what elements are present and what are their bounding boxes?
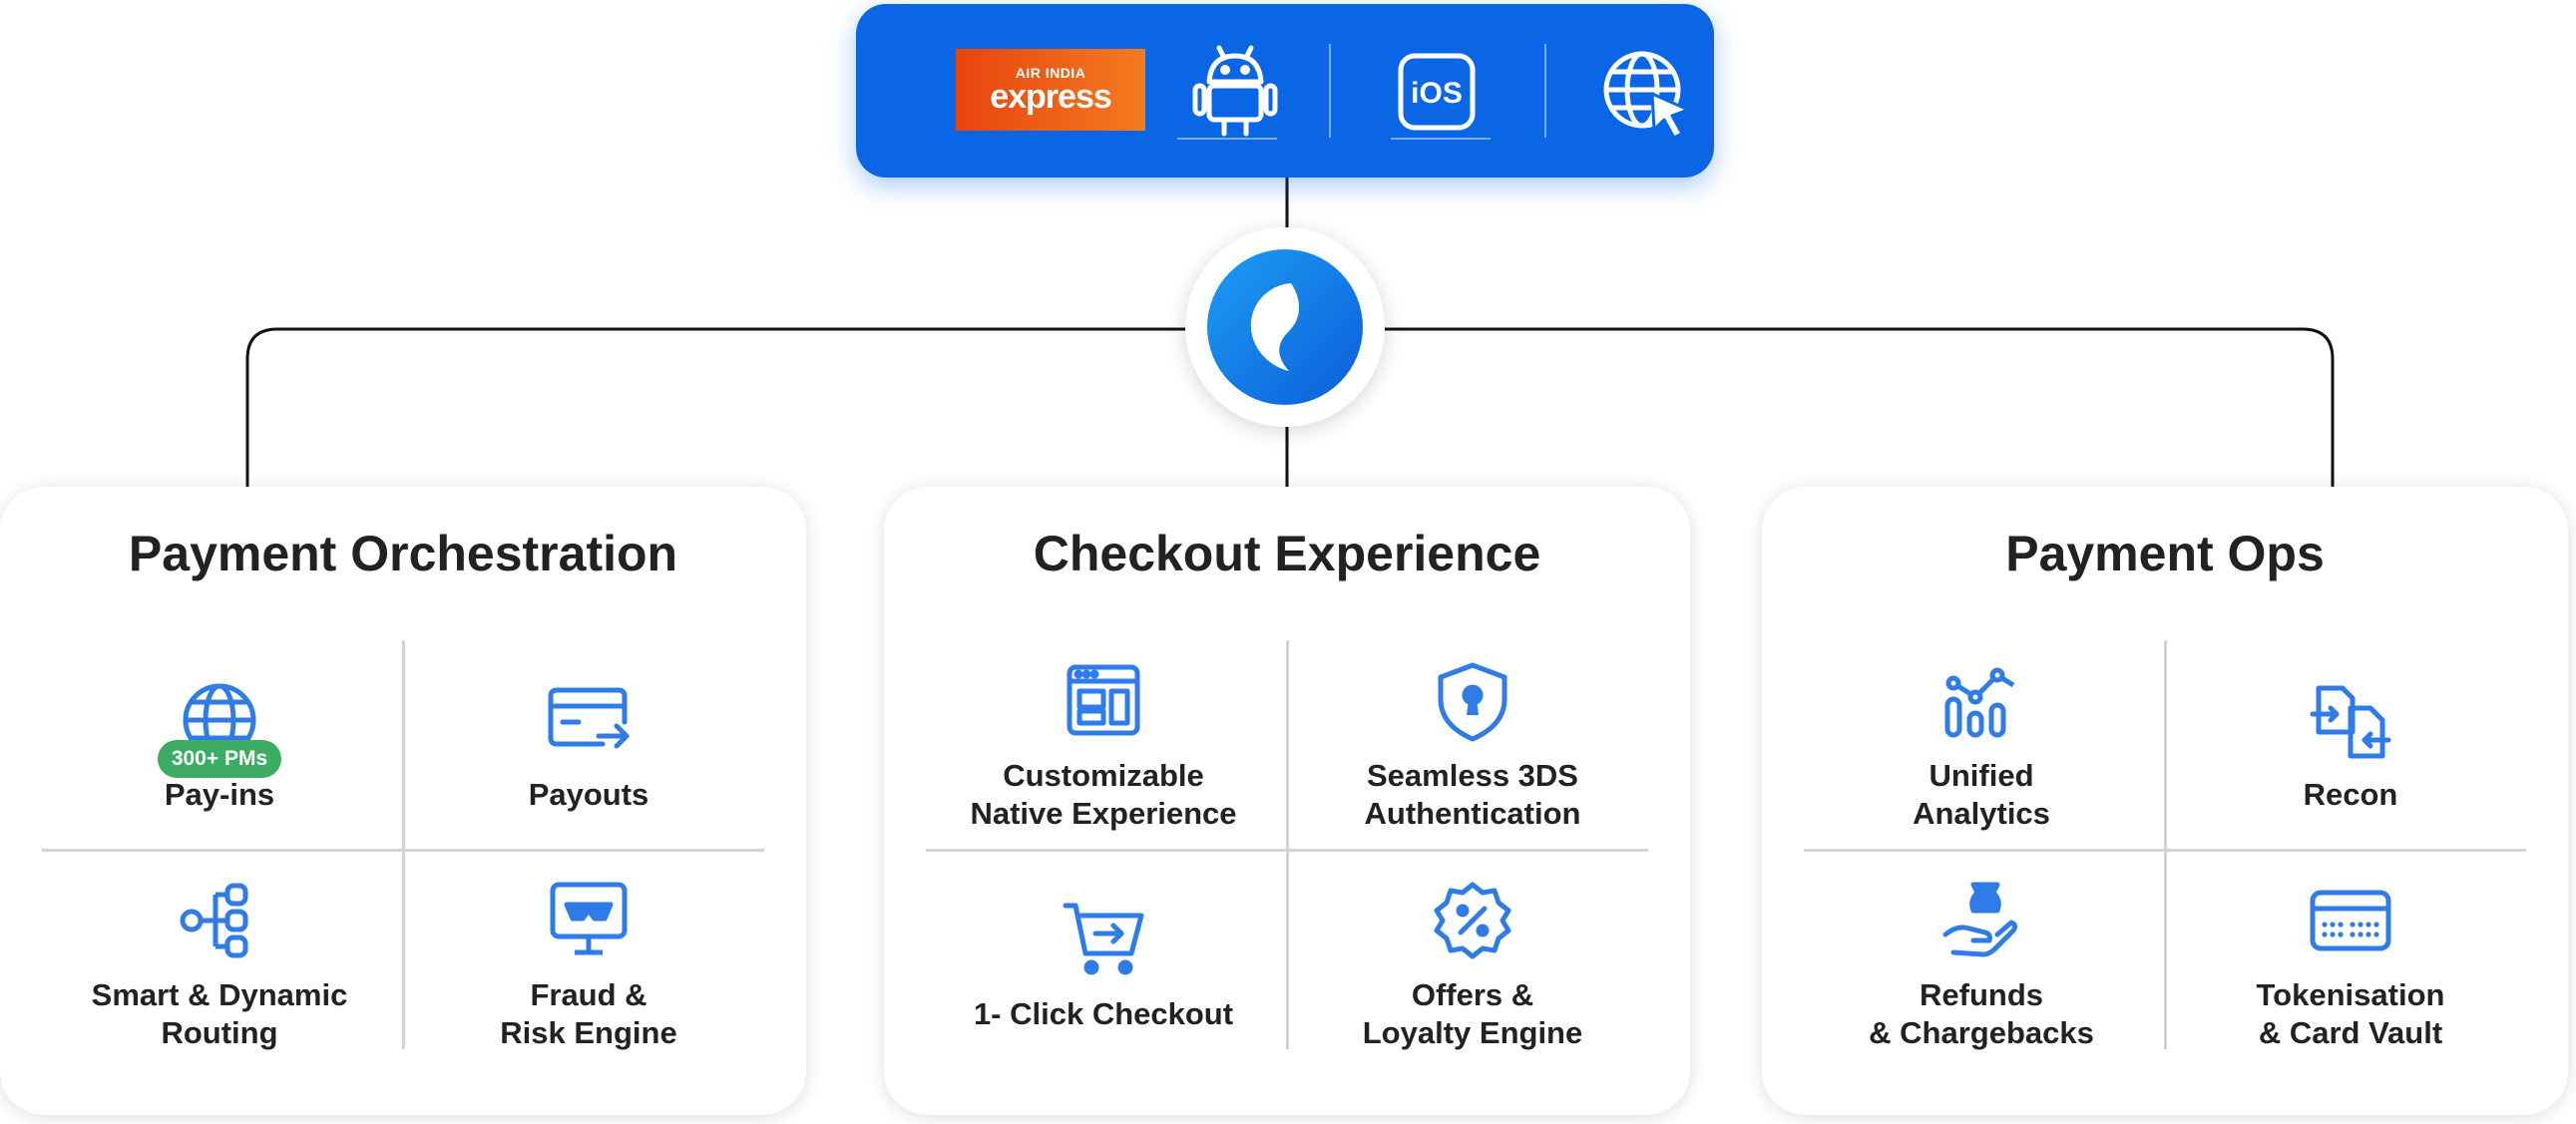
feature-label: Tokenisation & Card Vault	[2256, 977, 2445, 1050]
ios-underline	[1391, 138, 1491, 140]
separator	[1544, 44, 1546, 138]
ios-icon: iOS	[1395, 50, 1479, 139]
brand-line1: AIR INDIA	[1015, 65, 1086, 81]
feature-label: Pay-ins	[164, 777, 275, 812]
feature-label: Smart & Dynamic Routing	[91, 977, 348, 1050]
feature-payouts: Payouts	[409, 646, 768, 846]
feature-label: Recon	[2303, 777, 2398, 812]
card-payment-orchestration: Payment Orchestration 300+ PMs Pay-ins P…	[0, 487, 806, 1115]
divider-horizontal	[926, 849, 1648, 852]
card-vault-icon	[2309, 879, 2392, 962]
divider-horizontal	[42, 849, 764, 852]
fraud-monitor-icon	[547, 879, 631, 962]
cart-arrow-icon	[1062, 898, 1145, 981]
divider-vertical	[2164, 640, 2167, 1049]
card-payment-ops: Payment Ops Unified Analytics Recon	[1762, 487, 2568, 1115]
feature-tokenisation-vault: Tokenisation & Card Vault	[2171, 866, 2530, 1065]
feature-unified-analytics: Unified Analytics	[1802, 646, 2161, 846]
feature-label: Fraud & Risk Engine	[500, 977, 677, 1050]
feature-pay-ins: 300+ PMs Pay-ins	[40, 646, 399, 846]
feature-label: Unified Analytics	[1913, 758, 2050, 831]
android-icon	[1185, 40, 1285, 145]
juspay-logo-icon	[1207, 249, 1363, 405]
web-globe-cursor-icon	[1600, 46, 1696, 147]
feature-native-experience: Customizable Native Experience	[924, 646, 1283, 846]
feature-label: Payouts	[528, 777, 649, 812]
card-checkout-experience: Checkout Experience Customizable Native …	[884, 487, 1690, 1115]
card-arrow-icon	[547, 678, 631, 762]
feature-smart-routing: Smart & Dynamic Routing	[40, 866, 399, 1065]
card-title: Payment Ops	[2005, 526, 2325, 581]
feature-label: 1- Click Checkout	[973, 996, 1234, 1031]
feature-refunds-chargebacks: Refunds & Chargebacks	[1802, 866, 2161, 1065]
platform-bar: AIR INDIA express iOS	[856, 4, 1714, 178]
feature-label: Offers & Loyalty Engine	[1362, 977, 1583, 1050]
feature-offers-loyalty: Offers & Loyalty Engine	[1293, 866, 1652, 1065]
refund-hand-icon	[1939, 879, 2023, 962]
reconcile-docs-icon	[2309, 678, 2392, 762]
feature-one-click-checkout: 1- Click Checkout	[924, 866, 1283, 1065]
feature-3ds-authentication: Seamless 3DS Authentication	[1293, 646, 1652, 846]
divider-vertical	[402, 640, 405, 1049]
feature-recon: Recon	[2171, 646, 2530, 846]
feature-label: Refunds & Chargebacks	[1869, 977, 2094, 1050]
android-underline	[1177, 138, 1277, 140]
card-title: Payment Orchestration	[128, 526, 678, 581]
shield-lock-icon	[1431, 659, 1514, 743]
juspay-hub	[1185, 227, 1385, 427]
separator	[1329, 44, 1331, 138]
divider-horizontal	[1804, 849, 2526, 852]
feature-fraud-risk: Fraud & Risk Engine	[409, 866, 768, 1065]
discount-badge-icon	[1431, 879, 1514, 962]
feature-label: Seamless 3DS Authentication	[1364, 758, 1581, 831]
card-title: Checkout Experience	[1033, 526, 1541, 581]
routing-tree-icon	[178, 879, 261, 962]
payment-methods-badge: 300+ PMs	[158, 740, 281, 778]
divider-vertical	[1286, 640, 1289, 1049]
globe-icon: 300+ PMs	[158, 678, 281, 778]
analytics-icon	[1939, 659, 2023, 743]
browser-layout-icon	[1062, 659, 1145, 743]
ios-label: iOS	[1411, 77, 1463, 110]
brand-line2: express	[990, 78, 1112, 116]
air-india-express-logo: AIR INDIA express	[956, 49, 1145, 131]
feature-label: Customizable Native Experience	[970, 758, 1237, 831]
